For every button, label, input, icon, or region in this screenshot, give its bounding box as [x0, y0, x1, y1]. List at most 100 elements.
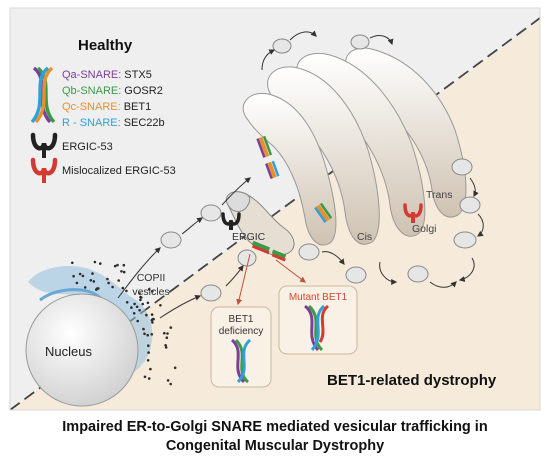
ergic-snare-markers [251, 240, 287, 262]
ribosome-dot [95, 288, 98, 291]
arrow [369, 35, 394, 46]
disease-arrows [236, 253, 306, 306]
ribosome-dot [173, 366, 177, 370]
arrow [225, 265, 244, 287]
ribosome-dot [75, 281, 79, 285]
vesicle [200, 204, 222, 222]
legend-row-r: R - SNARE:SEC22b [62, 117, 165, 129]
ribosome-dot [145, 313, 148, 317]
ergic-compartment [226, 191, 295, 256]
arrow [117, 247, 161, 299]
mislocalized-ergic53-marker [403, 203, 423, 223]
ribosome-dot [71, 261, 74, 265]
ribosome-dot [143, 332, 146, 336]
ribosome-dot [113, 264, 117, 268]
legend-row-qa: Qa-SNARE:STX5 [62, 69, 152, 81]
ribosome-dot [165, 336, 169, 340]
arrow [261, 49, 276, 71]
ergic53-label: ERGIC-53 [62, 141, 113, 153]
snare-complex-golgi-3 [314, 202, 333, 223]
ribosome-dot [142, 327, 145, 331]
panel-border [9, 7, 541, 411]
ribosome-dot [106, 277, 109, 281]
legend-row-qb: Qb-SNARE:GOSR2 [62, 85, 163, 97]
mislocalized-ergic53-legend-icon [30, 157, 58, 183]
ribosome-dot [147, 344, 150, 348]
arrow [289, 30, 317, 41]
arrow [181, 217, 203, 235]
ribosome-dot [151, 321, 154, 324]
ribosome-dot [147, 288, 151, 291]
vesicle [407, 265, 429, 283]
vesicle [160, 231, 182, 249]
caption-line1: Impaired ER-to-Golgi SNARE mediated vesi… [62, 419, 488, 435]
figure-caption: Impaired ER-to-Golgi SNARE mediated vesi… [0, 418, 550, 456]
arrow [469, 177, 479, 198]
disease-title: BET1-related dystrophy [327, 372, 497, 389]
healthy-title: Healthy [78, 37, 133, 54]
ribosomes [71, 260, 177, 386]
ribosome-dot [93, 260, 97, 264]
arrow [429, 281, 457, 288]
nucleus-label: Nucleus [45, 344, 92, 359]
vesicle [453, 231, 477, 249]
ribosome-dot [169, 382, 172, 386]
bet1-deficiency-box: BET1 deficiency [210, 306, 272, 388]
ribosome-dot [150, 313, 154, 316]
ribosome-dot [138, 292, 141, 295]
vesicle [345, 266, 367, 284]
arrow [221, 177, 251, 206]
mislocalized-ergic53-label: Mislocalized ERGIC-53 [62, 165, 176, 177]
vesicles [160, 34, 481, 302]
ribosome-dot [164, 346, 168, 349]
trafficking-arrows [117, 30, 484, 319]
ribosome-dot [92, 280, 96, 283]
ribosome-dot [139, 295, 142, 299]
ribosome-dot [117, 279, 120, 282]
golgi-label: Golgi [412, 223, 437, 235]
ribosome-dot [122, 263, 126, 267]
ribosome-dot [107, 281, 110, 285]
ribosome-dot [152, 317, 155, 321]
ribosome-dot [146, 333, 149, 337]
ribosome-dot [143, 375, 147, 379]
vesicle [459, 196, 481, 214]
ribosome-dot [150, 333, 154, 336]
ribosome-dot [149, 367, 152, 371]
bet1-deficiency-line2: deficiency [219, 326, 263, 337]
ribosome-dot [139, 298, 142, 302]
ribosome-dot [116, 263, 119, 267]
ribosome-dot [164, 344, 167, 347]
golgi-cis-cisterna [242, 93, 337, 246]
ribosome-dot [83, 286, 87, 289]
ribosome-dot [138, 309, 141, 312]
nucleus [25, 293, 139, 407]
caption-line2: Congenital Muscular Dystrophy [165, 438, 385, 454]
ribosome-dot [125, 301, 129, 304]
ribosome-dot [91, 272, 94, 275]
snare-complex-partial-icon [230, 338, 252, 384]
vesicle [200, 284, 222, 302]
ribosome-dot [120, 270, 123, 273]
arrow [458, 257, 475, 282]
snare-complex-legend-icon [30, 66, 56, 124]
ribosome-dot [146, 359, 150, 362]
bet1-deficiency-line1: BET1 [228, 314, 253, 325]
ribosome-dot [169, 326, 173, 329]
ribosome-dot [130, 306, 133, 309]
arrow [321, 251, 345, 265]
vesicle [451, 158, 473, 176]
arrow [379, 261, 398, 285]
vesicle [237, 249, 257, 267]
ribosome-dot [111, 285, 114, 289]
ribosome-dot [147, 377, 151, 380]
arrow [159, 294, 202, 319]
ribosome-dot [121, 286, 125, 290]
mutant-bet1-box: Mutant BET1 [278, 285, 358, 355]
golgi-snare-complexes [256, 135, 333, 223]
ribosome-dot [159, 304, 162, 307]
ribosome-dot [122, 270, 126, 274]
ribosome-dot [135, 305, 139, 309]
